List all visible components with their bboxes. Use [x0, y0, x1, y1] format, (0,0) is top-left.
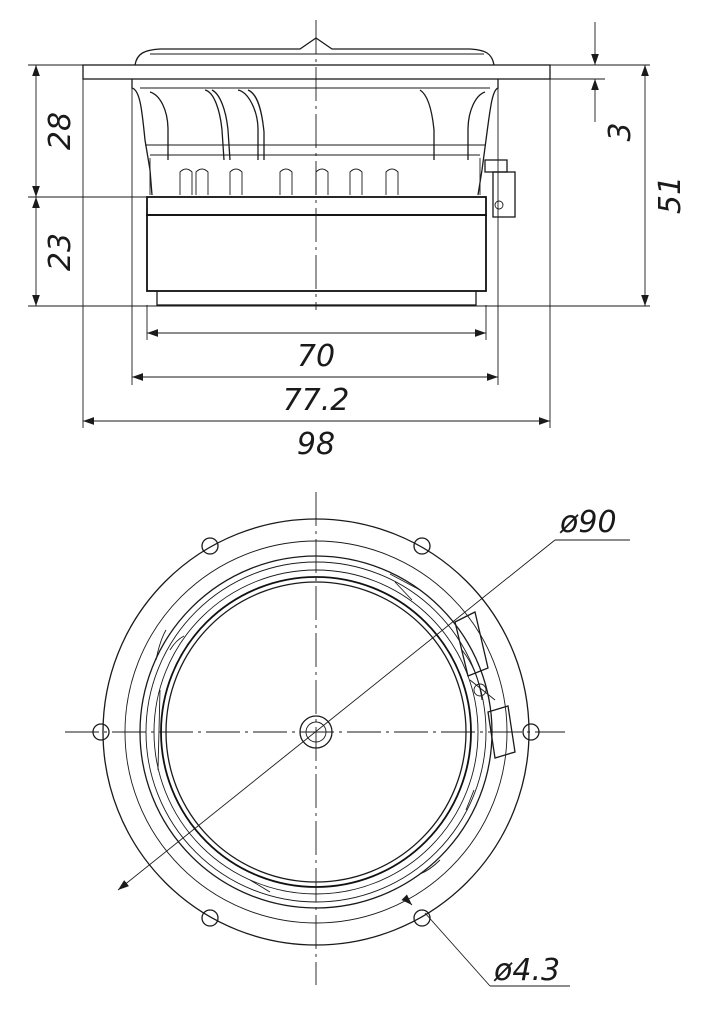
- magnet-outline: [160, 576, 472, 888]
- magnet-assembly: [146, 196, 487, 306]
- mounting-hole: [413, 909, 431, 927]
- center-pole: [299, 715, 333, 749]
- bolt-circle: [124, 540, 508, 924]
- mounting-hole: [201, 909, 219, 927]
- mounting-hole: [413, 537, 431, 555]
- dim-magnet-width: 70: [297, 339, 335, 374]
- dim-hole-diameter: ø4.3: [493, 953, 560, 988]
- dim-hole-leader: [424, 912, 491, 987]
- flange-outline: [102, 518, 530, 946]
- dim-height-lower: 23: [43, 233, 78, 271]
- mounting-holes: [92, 537, 540, 927]
- dim-height-upper: 28: [43, 112, 78, 150]
- flange-plate: [82, 64, 551, 80]
- dim-total-height: 51: [653, 176, 688, 214]
- dim-outer-diameter: ø90: [559, 505, 617, 540]
- front-view: ø90 ø4.3: [65, 492, 630, 988]
- dim-flange-width: 98: [297, 427, 335, 462]
- dim-diameter-leader: [117, 539, 556, 891]
- basket-frame: [131, 79, 499, 196]
- mounting-hole: [201, 537, 219, 555]
- cone-lip: [134, 37, 495, 66]
- dim-flange-thickness: 3: [603, 122, 638, 141]
- mounting-hole: [522, 723, 540, 741]
- terminal-tab: [484, 159, 516, 218]
- mounting-hole: [92, 723, 110, 741]
- front-terminal: [454, 611, 516, 759]
- side-view: 28 23 3 51 70 77.2 98: [28, 20, 688, 462]
- dim-frame-width: 77.2: [283, 383, 350, 418]
